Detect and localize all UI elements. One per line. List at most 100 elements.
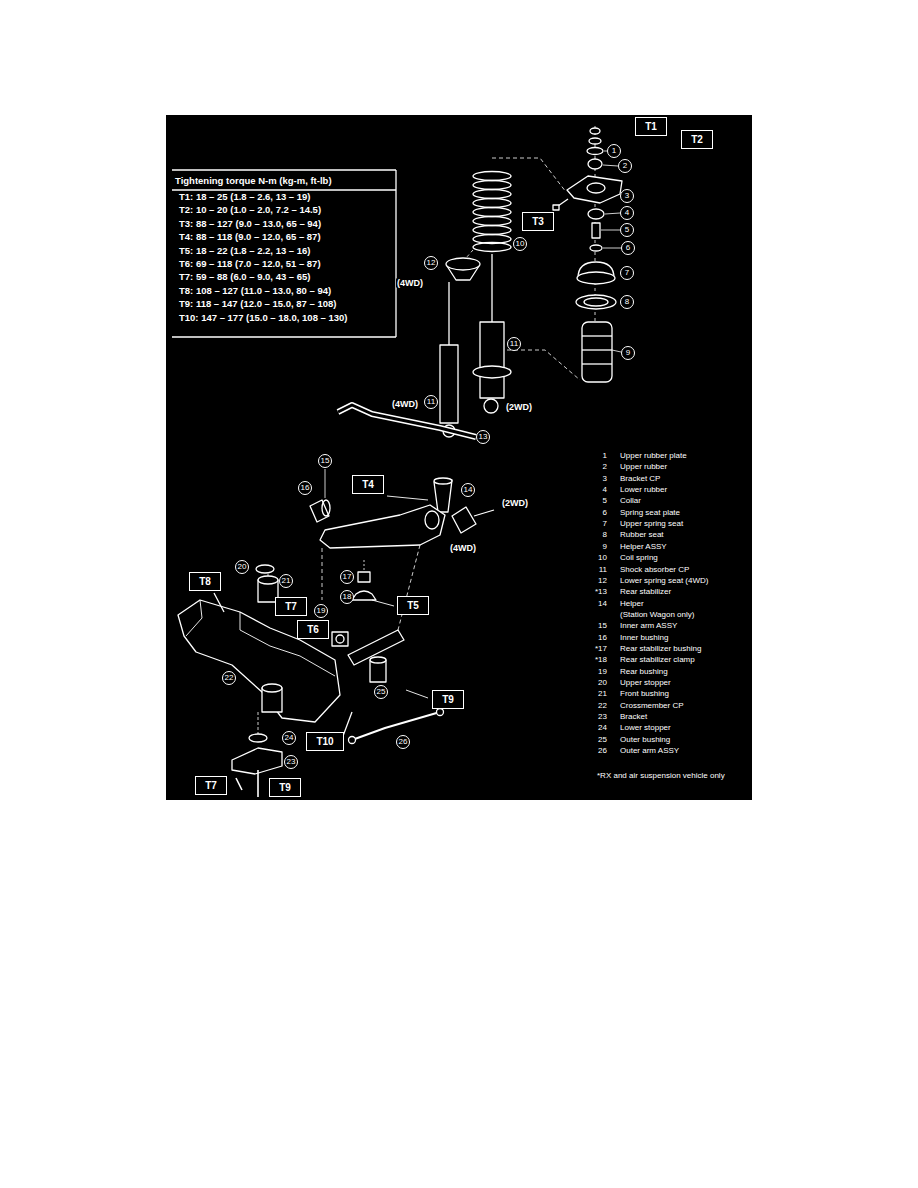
torque-row: T7: 59 – 88 (6.0 – 9.0, 43 – 65)	[178, 273, 312, 283]
part-name: Bracket CP	[619, 475, 661, 483]
part-name: Bracket	[619, 713, 648, 721]
part-name: Upper spring seat	[619, 520, 684, 528]
part-number: 26	[597, 747, 608, 755]
callout-number: 21	[282, 577, 291, 585]
part-number: 19	[597, 668, 608, 676]
part-name: Coil spring	[619, 554, 659, 562]
callout-circle	[477, 431, 490, 444]
part-number: 5	[602, 497, 608, 505]
callout-circle	[223, 672, 236, 685]
torque-box: T10	[306, 732, 343, 751]
part-name: Lower stopper	[619, 724, 672, 732]
part-name: Helper	[619, 600, 645, 608]
callout-circle	[315, 605, 328, 618]
part-number: *18	[594, 656, 608, 664]
part-name: Helper ASSY	[619, 543, 668, 551]
part-number: 25	[597, 736, 608, 744]
torque-code: T8	[199, 576, 211, 587]
part-name: Upper rubber plate	[619, 452, 688, 460]
part-number: 21	[597, 690, 608, 698]
part-name: Lower rubber	[619, 486, 668, 494]
part-name: Upper rubber	[619, 463, 668, 471]
callout-number: 20	[238, 563, 247, 571]
part-name: Rear stabilizer	[619, 588, 672, 596]
callout-circle	[341, 571, 354, 584]
callout-number: 2	[623, 162, 627, 170]
callout-circle	[280, 575, 293, 588]
torque-row: T4: 88 – 118 (9.0 – 12.0, 65 – 87)	[178, 232, 322, 242]
callout-circle	[375, 686, 388, 699]
torque-code: T5	[407, 600, 419, 611]
callout-number: 1	[612, 147, 616, 155]
torque-box: T2	[681, 130, 713, 149]
torque-box: T9	[432, 690, 464, 709]
torque-row: T3: 88 – 127 (9.0 – 13.0, 65 – 94)	[178, 219, 322, 229]
table-heading: Tightening torque N-m (kg-m, ft-lb)	[174, 176, 333, 186]
part-name: (Station Wagon only)	[619, 611, 695, 619]
callout-circle	[514, 238, 527, 251]
part-number: 12	[597, 577, 608, 585]
part-number: *17	[594, 645, 608, 653]
torque-box: T1	[635, 117, 667, 136]
callout-circle	[621, 190, 634, 203]
callout-circle	[621, 267, 634, 280]
torque-code: T7	[285, 601, 297, 612]
callout-circle	[341, 591, 354, 604]
callout-number: 11	[510, 340, 518, 348]
footnote-text: *RX and air suspension vehicle only	[596, 772, 726, 780]
torque-code: T9	[442, 694, 454, 705]
callout-number: 22	[225, 674, 234, 682]
part-number: 6	[602, 509, 608, 517]
callout-number: 17	[343, 573, 352, 581]
callout-circle	[621, 224, 634, 237]
callout-circle	[462, 484, 475, 497]
callout-number: 16	[301, 484, 310, 492]
callout-circle	[622, 242, 635, 255]
part-number: 2	[602, 463, 608, 471]
callout-number: 25	[377, 688, 386, 696]
callout-number: 18	[343, 593, 352, 601]
callout-circle	[299, 482, 312, 495]
callout-circle	[283, 732, 296, 745]
part-number: 15	[597, 622, 608, 630]
part-name: Shock absorber CP	[619, 566, 690, 574]
variant-tag: (2WD)	[505, 403, 533, 412]
part-name: Lower spring seat (4WD)	[619, 577, 709, 585]
torque-row: T8: 108 – 127 (11.0 – 13.0, 80 – 94)	[178, 286, 332, 296]
part-number: 7	[602, 520, 608, 528]
part-name: Collar	[619, 497, 642, 505]
callout-circle	[285, 756, 298, 769]
part-number: *13	[594, 588, 608, 596]
torque-box: T7	[275, 597, 307, 616]
variant-tag: (4WD)	[396, 279, 424, 288]
part-name: Outer bushing	[619, 736, 671, 744]
torque-row: T5: 18 – 22 (1.8 – 2.2, 13 – 16)	[178, 246, 312, 256]
part-number: 11	[598, 566, 608, 574]
callout-circle	[622, 347, 635, 360]
part-name: Inner bushing	[619, 634, 669, 642]
torque-box: T5	[397, 596, 429, 615]
callout-number: 23	[287, 758, 296, 766]
callout-circle	[236, 561, 249, 574]
torque-code: T3	[532, 216, 544, 227]
torque-row: T10: 147 – 177 (15.0 – 18.0, 108 – 130)	[178, 313, 349, 323]
callout-circle	[319, 455, 332, 468]
part-number: 9	[602, 543, 608, 551]
part-number: 4	[602, 486, 608, 494]
part-name: Spring seat plate	[619, 509, 681, 517]
part-number: 22	[597, 702, 608, 710]
part-name: Rear bushing	[619, 668, 669, 676]
torque-row: T9: 118 – 147 (12.0 – 15.0, 87 – 108)	[178, 299, 337, 309]
callout-number: 19	[317, 607, 326, 615]
callout-number: 15	[321, 457, 330, 465]
part-number: 16	[597, 634, 608, 642]
variant-tag: (2WD)	[501, 499, 529, 508]
torque-code: T10	[316, 736, 333, 747]
callout-number: 11	[427, 398, 435, 406]
callout-circle	[621, 296, 634, 309]
part-name: Front bushing	[619, 690, 670, 698]
